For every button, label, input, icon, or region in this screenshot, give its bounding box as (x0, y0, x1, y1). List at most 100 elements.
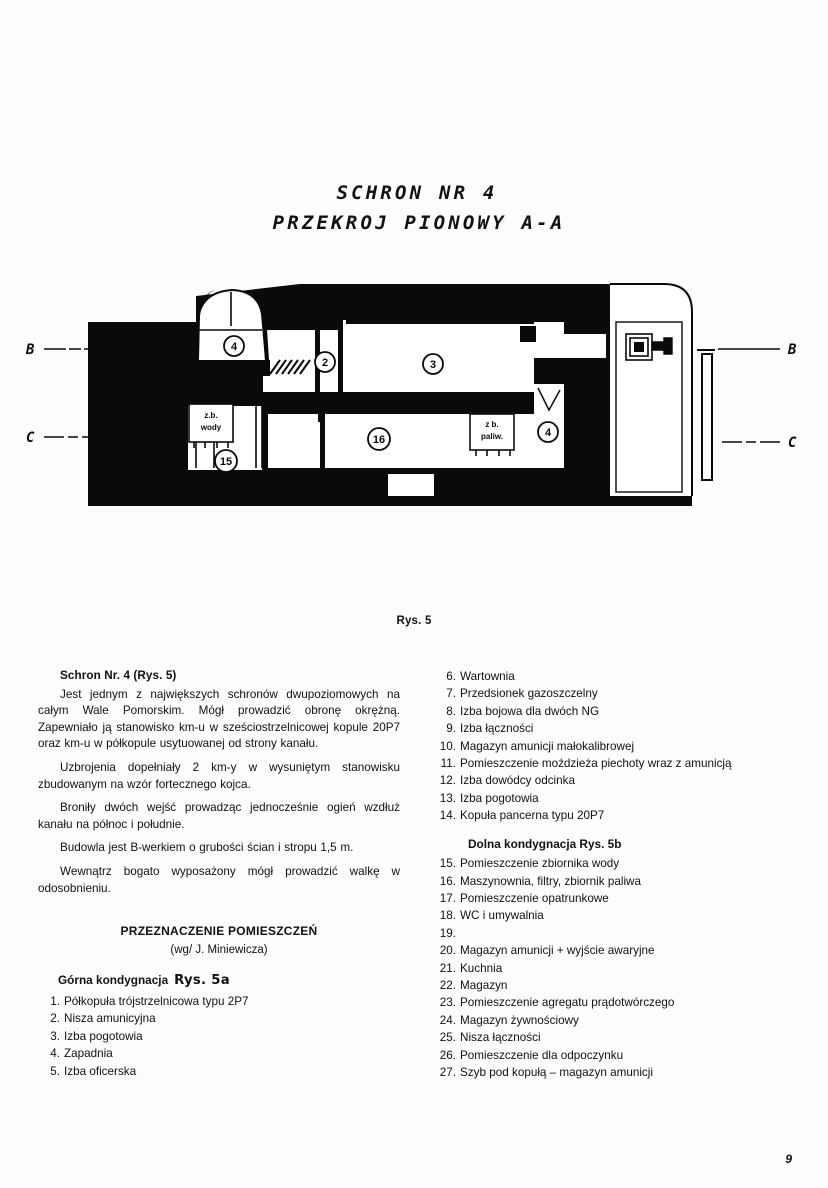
list-item-number: 14. (439, 809, 456, 823)
list-item: 7.Przedsionek gazoszczelny (430, 685, 808, 702)
figure-caption: Rys. 5 (396, 615, 432, 627)
list-item-label: Izba pogotowia (64, 1029, 143, 1043)
section-marker-right-c: C (722, 435, 797, 451)
upper-storey-list-heading-label: Górna kondygnacja (58, 973, 169, 988)
list-item: 23. Pomieszczenie agregatu prądotwórczego (430, 994, 808, 1011)
list-item-number: 16. (439, 874, 456, 888)
fuel-tank-line-1: z b. (485, 420, 498, 429)
list-item-number: 23. (439, 996, 456, 1010)
rooms-section-attribution: (wg/ J. Miniewicza) (170, 943, 268, 956)
water-tank-line-1: z.b. (204, 411, 217, 420)
list-item-number: 26. (439, 1048, 456, 1062)
list-item-label: Magazyn amunicji małokalibrowej (460, 739, 635, 753)
list-item-label: WC i umywalnia (460, 909, 544, 923)
list-item-number: 15. (439, 857, 456, 871)
list-item-label: Kuchnia (460, 961, 503, 975)
water-tank-label-box: z.b. wody (188, 403, 263, 468)
section-marker-left-b: B (25, 342, 110, 358)
list-item-label: Pomieszczenie dla odpoczynku (460, 1048, 624, 1062)
list-item-number: 6. (446, 670, 456, 683)
list-item: 3. Izba pogotowia (38, 1028, 400, 1045)
list-item-number: 11. (440, 757, 456, 771)
paragraph-3: Broniły dwóch wejść prowadząc jednocześn… (38, 801, 400, 831)
list-item-number: 13. (439, 791, 456, 805)
list-item-number: 3. (50, 1029, 60, 1043)
paragraph-2: Uzbrojenia dopełniały 2 km-y w wysunięty… (38, 760, 400, 791)
list-item-number: 7. (446, 687, 456, 701)
list-item-label: Pomieszczenie agregatu prądotwórczego (460, 996, 675, 1010)
list-item-number: 24. (439, 1013, 456, 1027)
callout-2: 2 (314, 351, 336, 373)
left-column-heading: Schron Nr. 4 (Rys. 5) (60, 669, 177, 682)
list-item-label: Nisza łączności (460, 1031, 541, 1045)
list-item-number: 9. (446, 722, 456, 736)
list-item-label: Wartownia (460, 670, 515, 683)
list-item-label: Pomieszczenie moździeża piechoty wraz z … (460, 757, 732, 771)
list-item-label: Półkopuła trójstrzelnicowa typu 2P7 (64, 994, 249, 1008)
list-item-label: Kopuła pancerna typu 20P7 (460, 809, 605, 823)
list-item: 24. Magazyn żywnościowy (430, 1012, 808, 1029)
list-item: 12.Izba dowódcy odcinka (430, 772, 808, 789)
section-marker-right-c-label: C (788, 435, 797, 451)
list-item-label: Izba łączności (460, 722, 534, 736)
list-item: 2. Nisza amunicyjna (38, 1010, 400, 1027)
callout-4-shaft: 4 (537, 421, 559, 443)
page-number: 9 (785, 1152, 792, 1166)
section-marker-left-c-label: C (26, 430, 35, 446)
upper-storey-room-list: 1.Półkopuła trójstrzelnicowa typu 2P7 2.… (38, 993, 400, 1080)
section-marker-right-b: B (718, 342, 797, 358)
list-item-number: 2. (50, 1012, 60, 1026)
callout-4-cupola-label: 4 (231, 341, 238, 353)
callout-2-label: 2 (322, 357, 328, 369)
list-item-number: 25. (439, 1031, 456, 1045)
list-item-number: 8. (446, 704, 456, 718)
section-marker-left-c: C (26, 430, 100, 446)
bunker-section-drawing: .blk { fill:#0a0a0a; } .wht { fill:#ffff… (25, 283, 797, 506)
list-item: 14. Kopuła pancerna typu 20P7 (430, 807, 808, 824)
list-item-label: Izba oficerska (64, 1064, 137, 1078)
list-item: 6. Wartownia (430, 668, 808, 685)
foundation-detail (88, 474, 692, 506)
figure-title-line-1: SCHRON NR 4 (336, 182, 498, 204)
list-item-number: 10. (439, 739, 456, 753)
fuel-tank-line-2: paliw. (481, 432, 503, 441)
list-item: 22.Magazyn (430, 977, 808, 994)
list-item-number: 5. (50, 1064, 60, 1078)
list-item: 5. Izba oficerska (38, 1063, 400, 1080)
callout-3-label: 3 (430, 359, 436, 371)
list-item-label: Pomieszczenie opatrunkowe (460, 892, 609, 906)
figure-title: SCHRON NR 4 PRZEKROJ PIONOWY A-A (0, 178, 828, 238)
left-text-column: Schron Nr. 4 (Rys. 5) Jest jednym z najw… (38, 668, 400, 1080)
list-item-number: 20. (439, 944, 456, 958)
list-item: 10. Magazyn amunicji małokalibrowej (430, 738, 808, 755)
rooms-section-title: PRZEZNACZENIE POMIESZCZEŃ (120, 924, 318, 939)
callout-15: 15 (214, 449, 238, 473)
callout-3: 3 (422, 353, 444, 375)
list-item-number: 12. (439, 774, 456, 788)
list-item-label: Magazyn (460, 979, 508, 993)
room-list-upper-continued: 6. Wartownia 7.Przedsionek gazoszczelny 8… (430, 668, 808, 825)
callout-16-label: 16 (373, 434, 385, 446)
list-item: 20.Magazyn amunicji + wyjście awaryjne (430, 942, 808, 959)
list-item: 27.Szyb pod kopułą – magazyn amunicji (430, 1064, 808, 1081)
upper-storey-rooms (88, 318, 610, 416)
list-item-number: 17. (439, 892, 456, 906)
callout-16: 16 (367, 427, 391, 451)
list-item-label: Zapadnia (64, 1047, 113, 1061)
right-annex-block (610, 283, 715, 496)
list-item: 9. Izba łączności (430, 720, 808, 737)
paragraph-5: Wewnątrz bogato wyposażony mógł prowadzi… (38, 864, 400, 895)
list-item: 1.Półkopuła trójstrzelnicowa typu 2P7 (38, 993, 400, 1010)
list-item: 17. Pomieszczenie opatrunkowe (430, 890, 808, 907)
water-tank-line-2: wody (200, 423, 222, 432)
section-marker-right-b-label: B (787, 342, 797, 358)
list-item-number: 27. (439, 1066, 456, 1080)
list-item-label: Izba bojowa dla dwóch NG (460, 704, 600, 718)
upper-storey-list-heading-figure-ref: Rys. 5a (174, 973, 230, 989)
list-item-number: 4. (50, 1047, 60, 1061)
list-item-label: Nisza amunicyjna (64, 1012, 156, 1026)
callout-15-label: 15 (220, 456, 232, 468)
list-item-label: Magazyn żywnościowy (460, 1013, 579, 1027)
list-spacer (430, 825, 808, 836)
list-item: 25. Nisza łączności (430, 1029, 808, 1046)
